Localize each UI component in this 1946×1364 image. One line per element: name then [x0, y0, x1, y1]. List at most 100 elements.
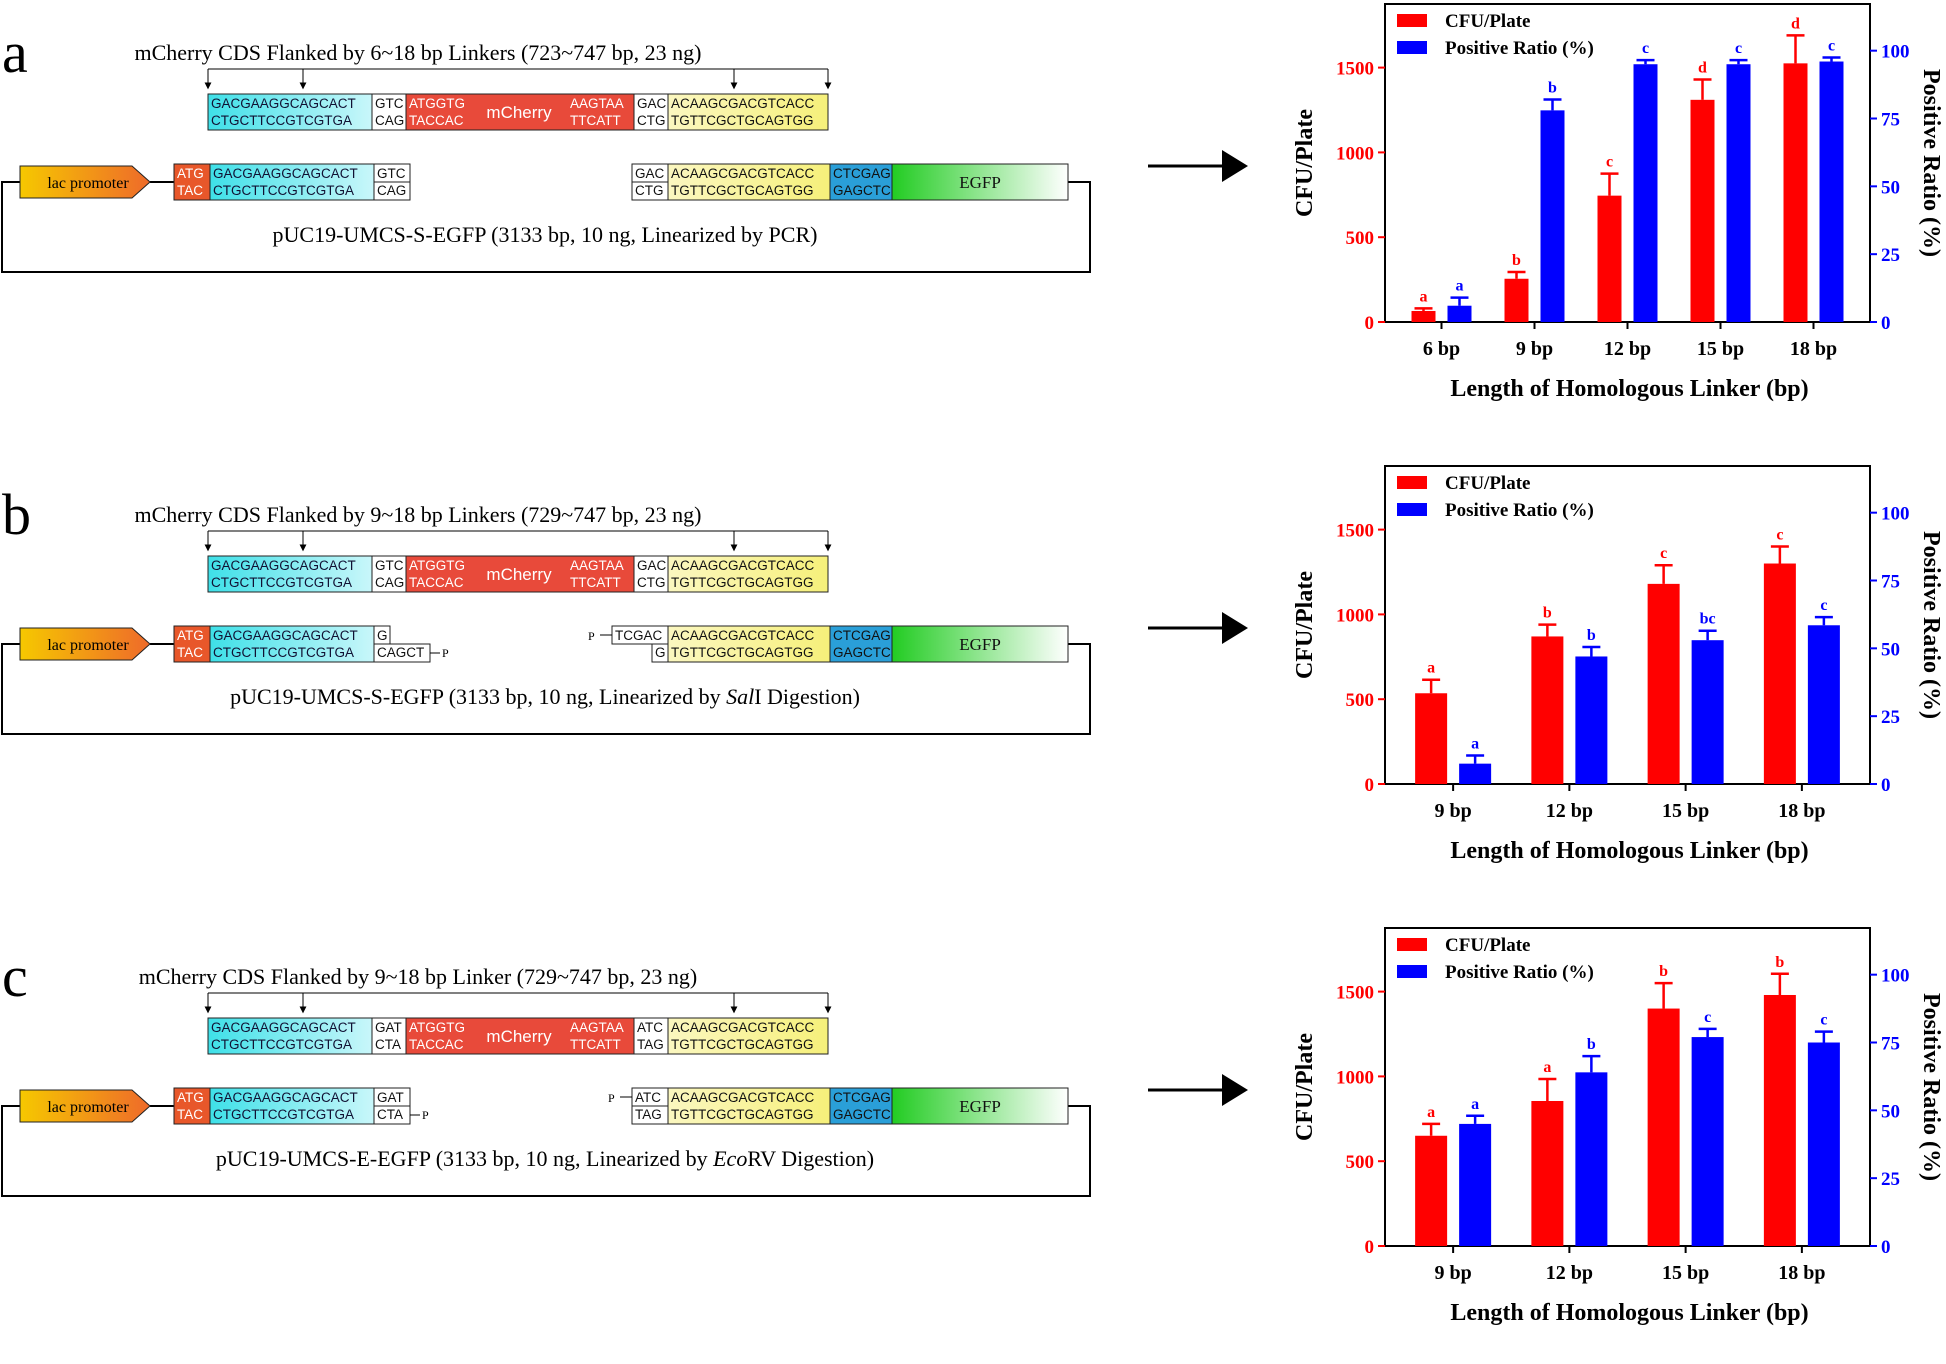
left-tick-label: 1000 [1336, 605, 1374, 626]
bar-ratio [1575, 1072, 1608, 1246]
result-arrow-head [1222, 1074, 1248, 1106]
insert-mcherry-label: mCherry [486, 565, 552, 584]
insert-red-right-top: AAGTAA [570, 96, 624, 111]
bar-ratio [1691, 1037, 1724, 1246]
insert-yellow-seq-bot: TGTTCGCTGCAGTGG [671, 575, 814, 590]
bar-cfu [1783, 63, 1808, 323]
right-axis-label: Positive Ratio (%) [1918, 531, 1944, 719]
egfp-box [891, 625, 1069, 663]
right-end-bot: G [655, 645, 666, 660]
bar-cfu [1647, 1008, 1680, 1246]
left-tick-label: 500 [1346, 228, 1375, 249]
xhoi-box [829, 163, 893, 201]
bar-ratio [1807, 625, 1840, 784]
plot-frame [1384, 927, 1871, 1247]
insert-linker2-box [633, 1017, 669, 1055]
insert-cyan-box [207, 93, 373, 131]
significance-letter: a [1543, 1059, 1551, 1076]
insert-yellow-box [667, 555, 829, 593]
right-end-top: ATC [635, 1090, 661, 1105]
legend-swatch-ratio [1397, 965, 1427, 978]
legend-label-ratio: Positive Ratio (%) [1445, 500, 1594, 521]
legend-label-ratio: Positive Ratio (%) [1445, 962, 1594, 983]
insert-linker2-seq-top: GAC [637, 558, 667, 573]
insert-title: mCherry CDS Flanked by 6~18 bp Linkers (… [134, 40, 701, 65]
legend-swatch-cfu [1397, 938, 1427, 951]
bar-cfu [1415, 693, 1448, 784]
bar-cfu [1763, 563, 1796, 784]
significance-letter: c [1820, 1012, 1827, 1029]
insert-linker1-seq-top: GTC [375, 96, 404, 111]
x-tick-label: 12 bp [1546, 800, 1593, 822]
insert-linker2-seq-top: GAC [637, 96, 667, 111]
vector-label: pUC19-UMCS-E-EGFP (3133 bp, 10 ng, Linea… [216, 1146, 874, 1171]
right-phos: P [608, 1091, 615, 1105]
x-tick-label: 9 bp [1435, 1262, 1472, 1284]
bar-ratio [1459, 763, 1492, 784]
egfp-box [891, 163, 1069, 201]
significance-letter: b [1587, 1036, 1596, 1053]
left-end-bot-box [373, 181, 411, 201]
significance-letter: b [1587, 627, 1596, 644]
bar-cfu [1411, 310, 1436, 322]
insert-red-left-bot: TACCAC [409, 1037, 464, 1052]
insert-yellow-seq-bot: TGTTCGCTGCAGTGG [671, 113, 814, 128]
insert-title: mCherry CDS Flanked by 9~18 bp Linkers (… [134, 502, 701, 527]
egfp-label: EGFP [959, 173, 1001, 192]
significance-letter: a [1471, 1096, 1479, 1113]
vector-yellow-box [667, 625, 831, 663]
x-axis-label: Length of Homologous Linker (bp) [1450, 838, 1808, 864]
left-tick-label: 1500 [1336, 59, 1374, 80]
right-axis-label: Positive Ratio (%) [1918, 69, 1944, 257]
significance-letter: c [1642, 40, 1649, 57]
lac-promoter-arrow [19, 627, 151, 661]
insert-cyan-seq-bot: CTGCTTCCGTCGTGA [211, 1037, 352, 1052]
insert-linker1-box [371, 1017, 407, 1055]
significance-letter: b [1775, 954, 1784, 971]
vector-cyan-box [209, 163, 375, 201]
left-phos: P [442, 646, 449, 660]
significance-letter: b [1512, 252, 1521, 269]
x-axis-label: Length of Homologous Linker (bp) [1450, 376, 1808, 402]
right-tick-label: 100 [1881, 42, 1910, 63]
lac-promoter-arrow [19, 165, 151, 199]
right-tick-label: 0 [1881, 775, 1891, 796]
vector-label-main: pUC19-UMCS-S-EGFP (3133 bp, 10 ng, Linea… [230, 684, 726, 709]
left-tick-label: 1500 [1336, 983, 1374, 1004]
left-tick-label: 1500 [1336, 521, 1374, 542]
plot-frame [1384, 465, 1871, 785]
x-tick-label: 18 bp [1790, 338, 1837, 360]
significance-letter: c [1704, 1009, 1711, 1026]
lac-promoter-label: lac promoter [47, 175, 129, 192]
legend-swatch-ratio [1397, 503, 1427, 516]
vector-yellow-seq-top: ACAAGCGACGTCACC [671, 166, 815, 181]
x-tick-label: 18 bp [1778, 1262, 1825, 1284]
significance-letter: d [1791, 15, 1800, 32]
x-tick-label: 15 bp [1697, 338, 1744, 360]
vector-yellow-seq-bot: TGTTCGCTGCAGTGG [671, 645, 814, 660]
vector-cyan-seq-bot: CTGCTTCCGTCGTGA [213, 1107, 354, 1122]
significance-letter: b [1543, 605, 1552, 622]
right-end-bot: CTG [635, 183, 664, 198]
vector-cyan-seq-bot: CTGCTTCCGTCGTGA [213, 183, 354, 198]
vector-backbone [1, 1105, 1091, 1197]
vector-label-main: pUC19-UMCS-S-EGFP (3133 bp, 10 ng, Linea… [273, 222, 818, 247]
xhoi-seq-bot: GAGCTC [833, 645, 891, 660]
legend-swatch-cfu [1397, 476, 1427, 489]
bar-ratio [1447, 305, 1472, 322]
insert-cyan-box [207, 555, 373, 593]
significance-letter: c [1660, 545, 1667, 562]
significance-letter: a [1456, 278, 1464, 295]
right-tick-label: 25 [1881, 707, 1900, 728]
insert-cyan-seq-bot: CTGCTTCCGTCGTGA [211, 575, 352, 590]
insert-yellow-box [667, 93, 829, 131]
diagram-b: b mCherry CDS Flanked by 9~18 bp Linkers … [1, 465, 1944, 864]
insert-linker2-box [633, 555, 669, 593]
significance-letter: c [1820, 597, 1827, 614]
xhoi-seq-top: CTCGAG [833, 1090, 891, 1105]
right-tick-label: 100 [1881, 504, 1910, 525]
panel-a: a mCherry CDS Flanked by 6~18 bp Linkers … [0, 0, 1946, 440]
significance-letter: bc [1700, 611, 1716, 628]
